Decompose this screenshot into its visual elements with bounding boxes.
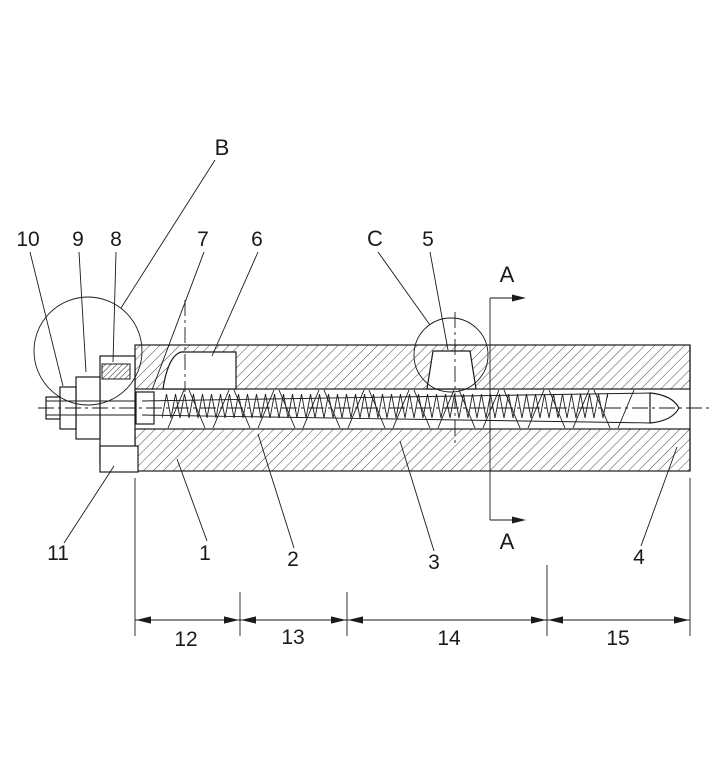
dimension-lines [134, 478, 691, 636]
dimension-label-14: 14 [437, 627, 461, 650]
detail-label-b: B [215, 135, 230, 160]
part-label-3: 3 [428, 551, 440, 574]
section-label-a-top: A [500, 262, 515, 287]
part-label-1: 1 [199, 542, 211, 565]
centerlines [38, 300, 712, 446]
feed-opening [162, 351, 237, 390]
end-flange [99, 355, 136, 463]
part-label-4: 4 [633, 546, 645, 569]
mounting-foot [99, 445, 139, 473]
part-label-7: 7 [197, 228, 209, 251]
part-label-11: 11 [47, 542, 69, 565]
detail-label-c: C [367, 226, 383, 251]
screw-flights-back [188, 389, 611, 429]
part-label-9: 9 [72, 228, 84, 251]
extruder-screw [141, 389, 680, 429]
screw-flights-front [167, 389, 635, 429]
detail-circle-b [33, 296, 143, 406]
part-label-10: 10 [16, 228, 39, 251]
dimension-label-13: 13 [281, 626, 304, 649]
section-label-a-bottom: A [500, 529, 515, 554]
labels: B C A A 10 9 8 7 6 5 11 1 2 3 4 12 13 14… [16, 135, 645, 651]
detail-circle-c [413, 317, 489, 393]
part-label-6: 6 [251, 228, 263, 251]
part-label-2: 2 [287, 548, 299, 571]
part-label-8: 8 [110, 228, 122, 251]
part-label-5: 5 [422, 228, 434, 251]
vent-opening [426, 350, 477, 390]
barrel-top-wall [134, 344, 691, 390]
section-line-a [489, 294, 526, 524]
dimension-label-15: 15 [606, 627, 629, 650]
dimension-label-12: 12 [174, 628, 197, 651]
barrel-bottom-wall [134, 428, 691, 472]
clamp-block [101, 363, 131, 380]
leader-lines [29, 159, 678, 552]
